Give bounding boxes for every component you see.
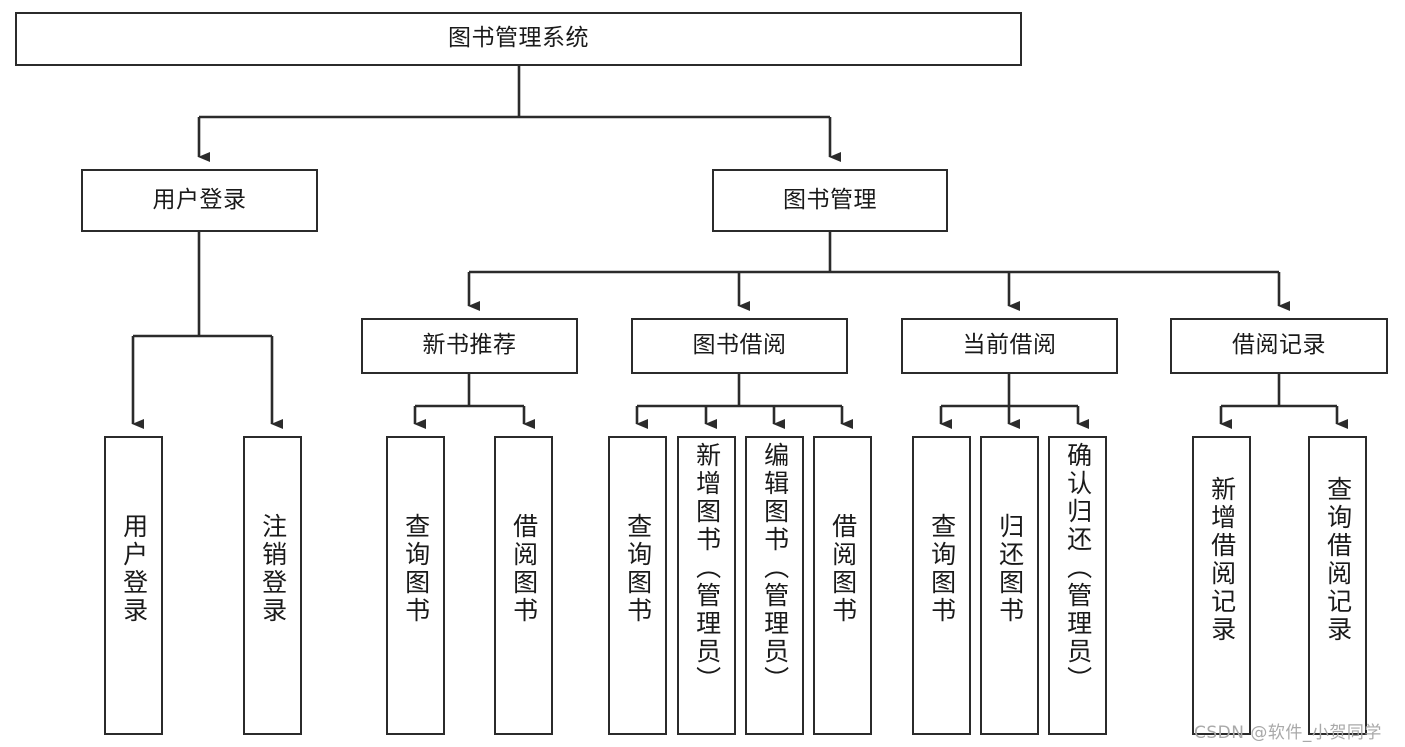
node-leaf-borrow-book-1-label: 借阅图书 <box>509 513 539 625</box>
node-leaf-query-book-2[interactable]: 查询图书 <box>608 436 667 735</box>
node-leaf-borrow-book-2-label: 借阅图书 <box>828 513 858 625</box>
node-root-system[interactable]: 图书管理系统 <box>15 12 1022 66</box>
node-root-system-label: 图书管理系统 <box>448 25 589 52</box>
node-new-book-recommend[interactable]: 新书推荐 <box>361 318 578 374</box>
node-leaf-query-book-3-label: 查询图书 <box>927 513 957 625</box>
node-leaf-logout-login[interactable]: 注销登录 <box>243 436 302 735</box>
node-leaf-add-borrow-record[interactable]: 新增借阅记录 <box>1192 436 1251 735</box>
csdn-watermark: CSDN @软件_小贺同学 <box>1194 723 1382 743</box>
node-leaf-query-book-1-label: 查询图书 <box>401 513 431 625</box>
node-leaf-user-login[interactable]: 用户登录 <box>104 436 163 735</box>
node-user-login-label: 用户登录 <box>152 186 247 213</box>
node-current-borrow-label: 当前借阅 <box>962 332 1057 359</box>
node-leaf-add-book-admin-label: 新增图书（管理员） <box>692 442 722 694</box>
node-new-book-recommend-label: 新书推荐 <box>422 332 517 359</box>
node-leaf-edit-book-admin[interactable]: 编辑图书（管理员） <box>745 436 804 735</box>
node-user-login[interactable]: 用户登录 <box>81 169 318 232</box>
node-leaf-add-borrow-record-label: 新增借阅记录 <box>1207 476 1237 644</box>
node-leaf-query-book-3[interactable]: 查询图书 <box>912 436 971 735</box>
node-book-borrow-label: 图书借阅 <box>692 332 787 359</box>
node-leaf-query-book-2-label: 查询图书 <box>623 513 653 625</box>
node-leaf-confirm-return-admin[interactable]: 确认归还（管理员） <box>1048 436 1107 735</box>
node-leaf-edit-book-admin-label: 编辑图书（管理员） <box>760 442 790 694</box>
node-leaf-borrow-book-1[interactable]: 借阅图书 <box>494 436 553 735</box>
node-leaf-logout-login-label: 注销登录 <box>258 513 288 625</box>
node-leaf-add-book-admin[interactable]: 新增图书（管理员） <box>677 436 736 735</box>
node-book-management[interactable]: 图书管理 <box>712 169 948 232</box>
node-leaf-confirm-return-admin-label: 确认归还（管理员） <box>1063 442 1093 694</box>
node-current-borrow[interactable]: 当前借阅 <box>901 318 1118 374</box>
node-leaf-query-borrow-record[interactable]: 查询借阅记录 <box>1308 436 1367 735</box>
node-borrow-record-label: 借阅记录 <box>1232 332 1326 359</box>
node-book-management-label: 图书管理 <box>783 186 877 213</box>
node-leaf-query-borrow-record-label: 查询借阅记录 <box>1323 476 1353 644</box>
node-borrow-record[interactable]: 借阅记录 <box>1170 318 1388 374</box>
node-leaf-user-login-label: 用户登录 <box>119 513 149 625</box>
node-leaf-return-book-label: 归还图书 <box>995 513 1025 625</box>
node-leaf-borrow-book-2[interactable]: 借阅图书 <box>813 436 872 735</box>
node-leaf-return-book[interactable]: 归还图书 <box>980 436 1039 735</box>
node-leaf-query-book-1[interactable]: 查询图书 <box>386 436 445 735</box>
node-book-borrow[interactable]: 图书借阅 <box>631 318 848 374</box>
